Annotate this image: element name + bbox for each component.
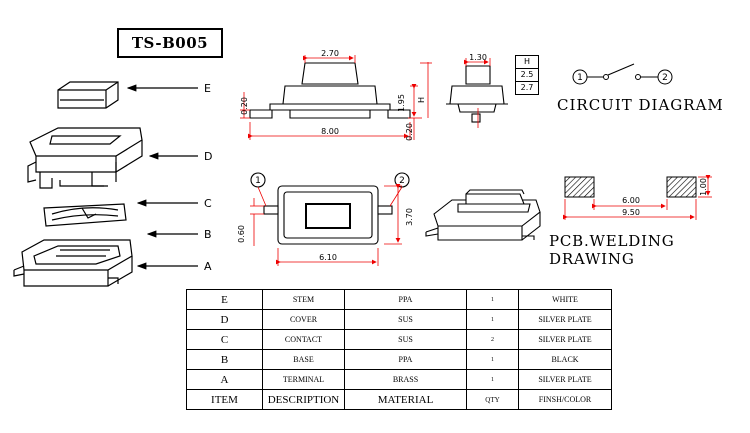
top-pin-2: 2: [399, 176, 405, 186]
top-pin-1: 1: [255, 176, 261, 186]
bom-qty: 1: [466, 289, 519, 310]
circuit-pin-2: 2: [662, 73, 668, 83]
bom-item: B: [186, 349, 263, 370]
part-c-contact: [43, 203, 127, 227]
dim-pcb-outer: 9.50: [622, 208, 640, 217]
table-row: C CONTACT SUS 2 SILVER PLATE: [186, 329, 612, 350]
circuit-diagram-title: CIRCUIT DIAGRAM: [557, 96, 724, 114]
bom-finish: SILVER PLATE: [518, 329, 612, 350]
bom-material: SUS: [344, 309, 467, 330]
side-view: [249, 62, 411, 119]
circuit-pin-1: 1: [577, 73, 583, 83]
bom-qty: 1: [466, 349, 519, 370]
bom-material: BRASS: [344, 369, 467, 390]
bom-finish: WHITE: [518, 289, 612, 310]
table-header-row: ITEM DESCRIPTION MATERIAL QTY FINSH/COLO…: [186, 389, 612, 410]
bom-item: D: [186, 309, 263, 330]
bom-qty: 1: [466, 309, 519, 330]
bom-header-finish: FINSH/COLOR: [518, 389, 612, 410]
bom-finish: SILVER PLATE: [518, 369, 612, 390]
bom-item: E: [186, 289, 263, 310]
pcb-dims: [563, 175, 712, 220]
dim-pcb-inner: 6.00: [622, 196, 640, 205]
dim-height-value: 1.95: [397, 94, 406, 112]
dim-top-width: 2.70: [321, 49, 339, 58]
height-header: H: [516, 56, 538, 69]
top-view: [250, 172, 410, 245]
bom-description: BASE: [262, 349, 345, 370]
bom-item: C: [186, 329, 263, 350]
top-view-dims: [250, 184, 403, 266]
dim-pcb-pad: 1.00: [699, 178, 708, 196]
bom-description: CONTACT: [262, 329, 345, 350]
perspective-view: [425, 189, 541, 241]
bom-material: PPA: [344, 349, 467, 370]
label-c: C: [204, 197, 212, 210]
bill-of-materials: E STEM PPA 1 WHITE D COVER SUS 1 SILVER …: [186, 289, 612, 410]
label-d: D: [204, 150, 212, 163]
bom-material: PPA: [344, 289, 467, 310]
dimension-texts: 2.70 8.00 0.20 1.95 H 0.20 1.30 6.10 3.7…: [237, 49, 708, 262]
height-options-table: H 2.5 2.7: [515, 55, 539, 95]
bom-description: COVER: [262, 309, 345, 330]
dim-bottom-width: 6.10: [319, 253, 337, 262]
label-a: A: [204, 260, 212, 273]
dim-left-pin: 0.60: [237, 225, 246, 243]
dim-side-width: 1.30: [469, 53, 487, 62]
circuit-diagram: [572, 63, 673, 85]
pcb-welding-title: PCB.WELDING DRAWING: [549, 232, 675, 268]
side-view-dims: [240, 55, 432, 140]
pcb-welding-drawing: [564, 176, 697, 198]
bom-qty: 1: [466, 369, 519, 390]
pin-labels: 1 2 1 2: [255, 73, 668, 186]
bom-item: A: [186, 369, 263, 390]
table-row: A TERMINAL BRASS 1 SILVER PLATE: [186, 369, 612, 390]
height-option-2: 2.7: [520, 83, 534, 92]
table-row: D COVER SUS 1 SILVER PLATE: [186, 309, 612, 330]
part-e-stem: [57, 81, 119, 109]
dim-right-small: 0.20: [405, 123, 414, 141]
label-b: B: [204, 228, 212, 241]
dim-right-height: 3.70: [405, 208, 414, 226]
bom-header-qty: QTY: [466, 389, 519, 410]
part-b-base: [13, 239, 133, 287]
bom-material: SUS: [344, 329, 467, 350]
side-profile-view: [446, 65, 508, 123]
exploded-view: [13, 81, 198, 287]
bom-finish: SILVER PLATE: [518, 309, 612, 330]
exploded-letters: E D C B A: [204, 82, 212, 273]
bom-description: STEM: [262, 289, 345, 310]
bom-finish: BLACK: [518, 349, 612, 370]
dim-left-small: 0.20: [240, 97, 249, 115]
dim-height-letter: H: [417, 97, 426, 103]
part-d-cover: [27, 127, 143, 189]
bom-header-material: MATERIAL: [344, 389, 467, 410]
bom-header-item: ITEM: [186, 389, 263, 410]
label-e: E: [204, 82, 211, 95]
table-row: B BASE PPA 1 BLACK: [186, 349, 612, 370]
bom-header-description: DESCRIPTION: [262, 389, 345, 410]
bom-qty: 2: [466, 329, 519, 350]
table-row: E STEM PPA 1 WHITE: [186, 289, 612, 310]
bom-description: TERMINAL: [262, 369, 345, 390]
part-number-title: TS-B005: [117, 28, 223, 58]
dim-total-length: 8.00: [321, 127, 339, 136]
height-option-1: 2.5: [516, 69, 538, 82]
